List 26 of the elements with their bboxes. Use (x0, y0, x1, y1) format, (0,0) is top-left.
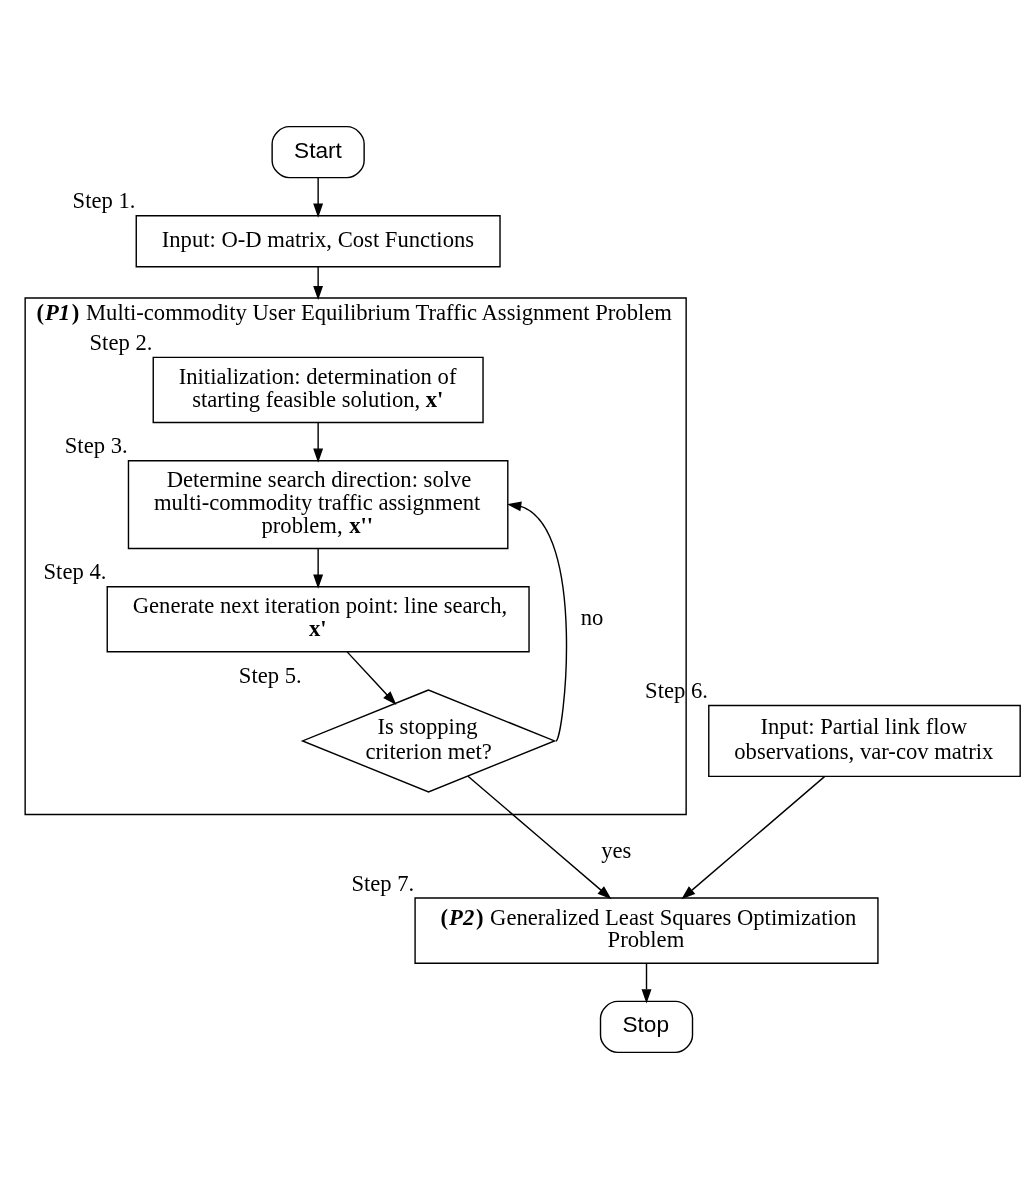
node-box: Start (271, 125, 365, 179)
node-box: Input: Partial link flow observations, var-cov matrix (708, 704, 1021, 778)
node-label: Step 2. (89, 330, 153, 356)
arrow (467, 775, 612, 900)
edge-label: no (580, 604, 604, 630)
node-label: Step 4. (43, 559, 107, 585)
node-box: Generate next iteration point: line search, x' (106, 585, 530, 653)
arrow (313, 266, 324, 301)
node-label: Step 1. (72, 188, 136, 214)
node-label: Step 3. (64, 433, 128, 459)
node-label: Step 6. (645, 678, 708, 704)
arrow (313, 421, 324, 463)
arrow (313, 548, 324, 589)
arrow (507, 501, 568, 742)
node-box: Stop (599, 1000, 694, 1054)
arrow (681, 775, 826, 900)
node-box: Input: O-D matrix, Cost Functions (135, 215, 501, 268)
node-box: (P2) Generalized Least Squares Optimization Problem (414, 897, 879, 964)
arrow (313, 177, 324, 218)
arrow (346, 651, 397, 706)
node-label: Step 7. (351, 870, 415, 896)
arrow (641, 962, 652, 1004)
edge-label: yes (601, 838, 632, 864)
node-box: Initialization: determination of starting feasible solution, x' (152, 356, 484, 424)
node-box: Determine search direction: solve multi-commodity traffic assignment problem, x'' (127, 460, 509, 550)
node-label: Step 5. (238, 662, 302, 688)
